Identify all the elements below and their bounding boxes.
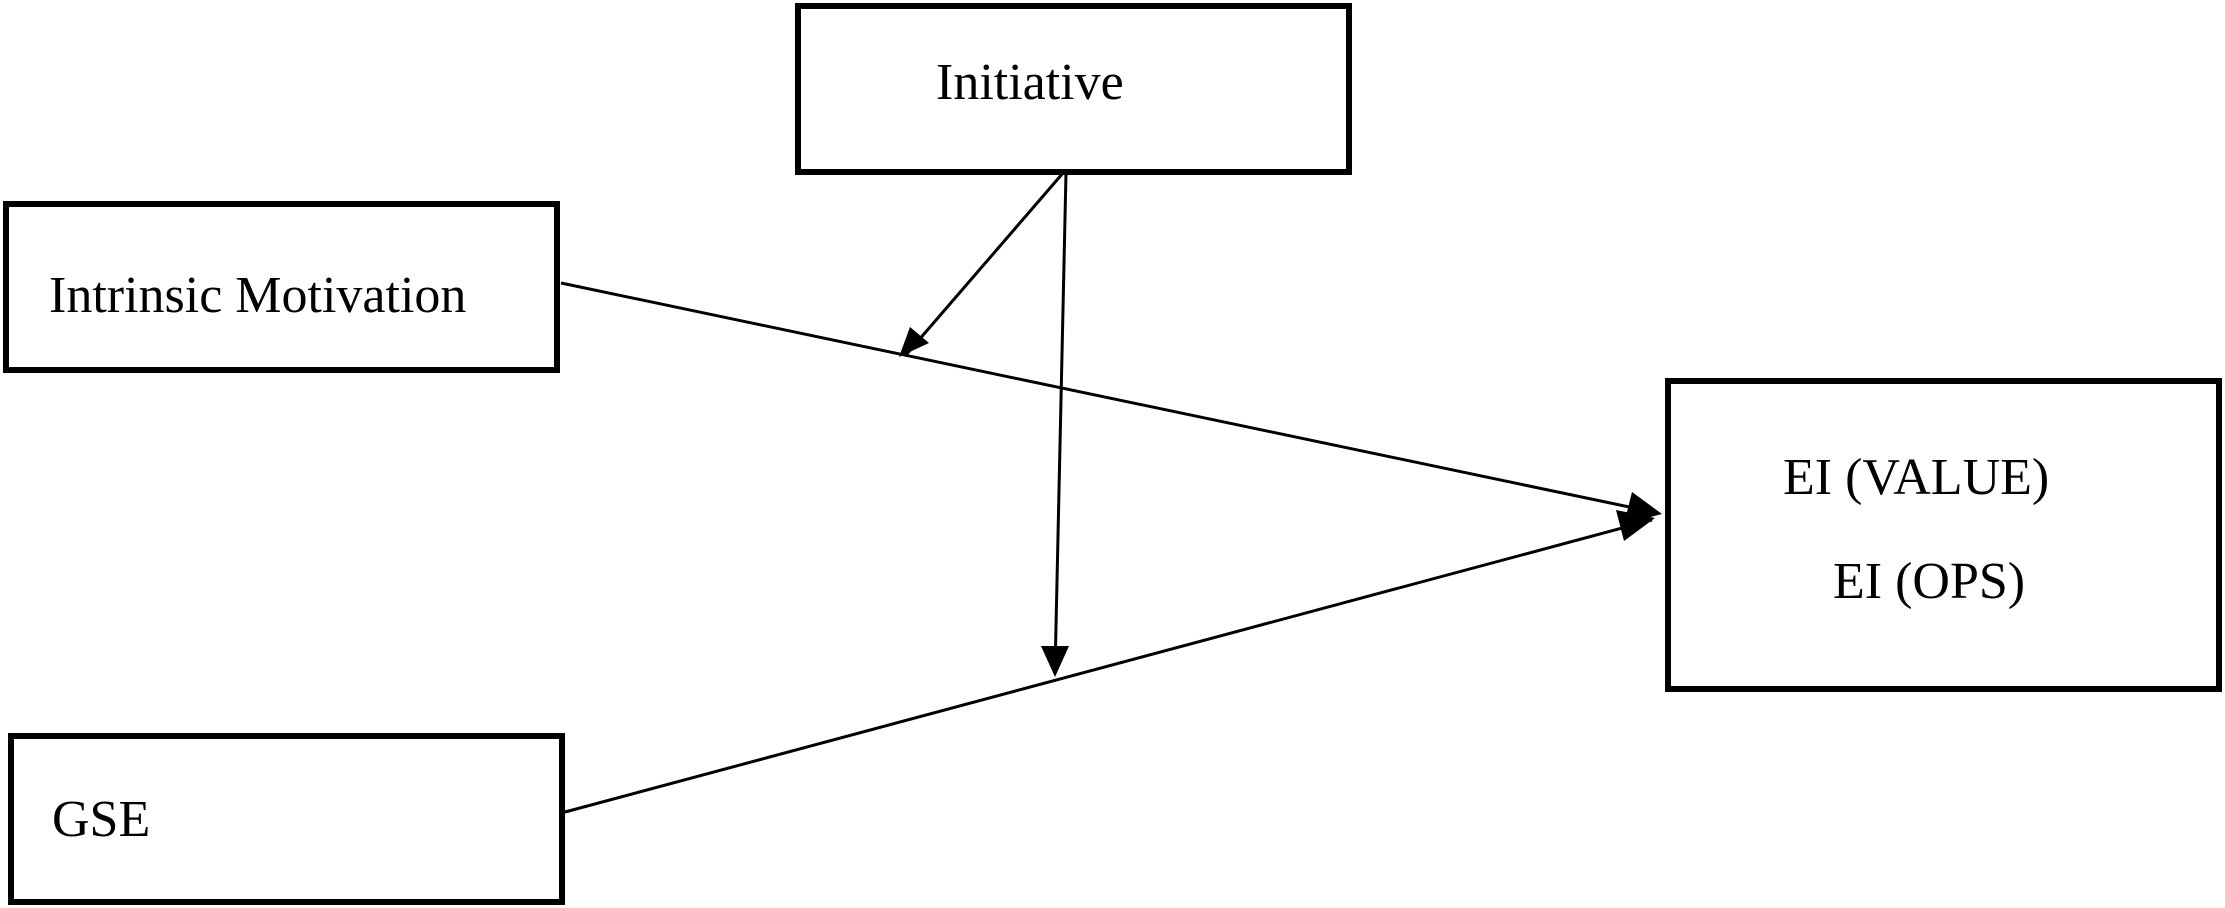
arrowhead-gse-to-ei: [1616, 510, 1655, 541]
edge-gse-to-ei: [564, 518, 1653, 814]
node-ei-ops-label: EI (OPS): [1833, 553, 2026, 610]
arrowhead-initiative-to-intrinsic-path: [899, 327, 929, 357]
node-intrinsic-motivation-label: Intrinsic Motivation: [49, 267, 467, 324]
node-initiative-label: Initiative: [936, 54, 1124, 111]
node-initiative: Initiative: [795, 3, 1352, 175]
edge-initiative-to-intrinsic-path: [903, 172, 1065, 357]
node-gse: GSE: [8, 733, 565, 905]
node-ei: EI (VALUE) EI (OPS): [1665, 378, 2222, 692]
edge-initiative-to-gse-path: [1053, 172, 1068, 673]
edge-intrinsic-to-ei: [560, 281, 1659, 515]
arrowhead-initiative-to-gse-path: [1041, 646, 1069, 677]
node-gse-label: GSE: [52, 791, 151, 848]
node-intrinsic-motivation: Intrinsic Motivation: [3, 201, 560, 373]
node-ei-value-label: EI (VALUE): [1783, 449, 2050, 506]
